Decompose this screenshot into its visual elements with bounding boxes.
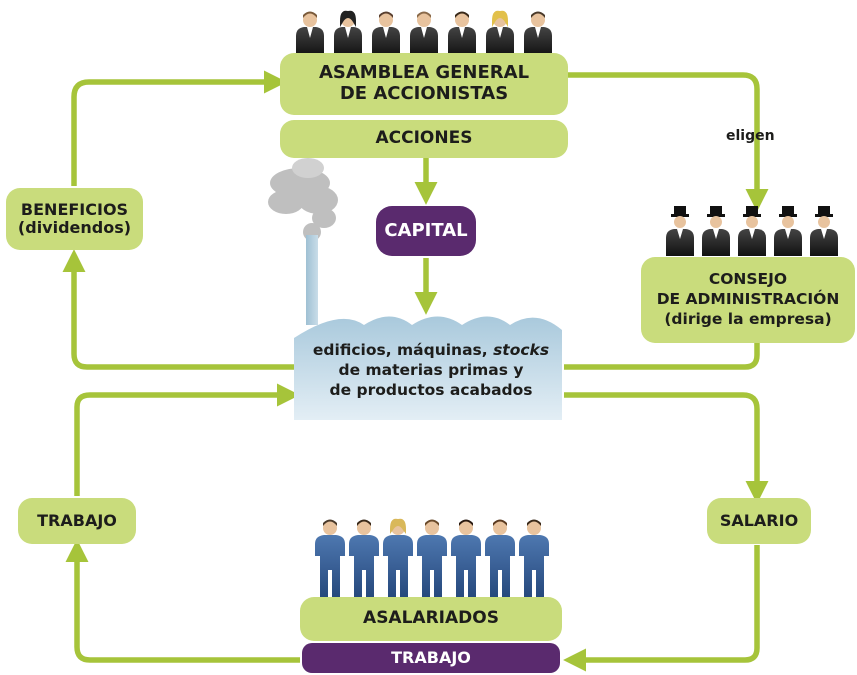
worker-icon bbox=[519, 519, 549, 600]
worker-icon bbox=[315, 519, 345, 600]
labor-bottom-box: TRABAJO bbox=[302, 643, 560, 673]
employees-group bbox=[315, 518, 549, 600]
businessperson-icon bbox=[334, 10, 362, 56]
benefits-line1: BENEFICIOS bbox=[20, 199, 129, 219]
worker-icon bbox=[485, 519, 515, 600]
board-line2: DE ADMINISTRACIÓN bbox=[656, 290, 840, 309]
arrow-factory-to-benefits bbox=[62, 249, 300, 370]
board-line1: CONSEJO bbox=[708, 270, 788, 289]
worker-icon bbox=[349, 519, 379, 600]
chimney bbox=[306, 235, 318, 325]
businessperson-icon bbox=[448, 11, 476, 56]
board-line3: (dirige la empresa) bbox=[664, 309, 832, 328]
capital-label: CAPITAL bbox=[384, 219, 468, 241]
salary-box: SALARIO bbox=[707, 498, 811, 544]
factory-line1: edificios, máquinas, stocks bbox=[298, 340, 564, 360]
factory-line1b: stocks bbox=[493, 341, 550, 359]
top-hat-person-icon bbox=[702, 206, 730, 256]
benefits-box: BENEFICIOS (dividendos) bbox=[6, 188, 143, 250]
employees-box: ASALARIADOS bbox=[300, 597, 562, 641]
labor-left-box: TRABAJO bbox=[18, 498, 136, 544]
businessperson-icon bbox=[486, 10, 514, 56]
businessperson-icon bbox=[410, 11, 438, 56]
shareholders-assembly-line1: ASAMBLEA GENERAL bbox=[318, 62, 530, 84]
arrow-board-to-factory bbox=[564, 342, 760, 370]
top-hat-person-icon bbox=[810, 206, 838, 256]
businessperson-icon bbox=[372, 11, 400, 56]
top-hat-person-icon bbox=[738, 206, 766, 256]
factory-building bbox=[294, 316, 562, 420]
benefits-line2: (dividendos) bbox=[17, 218, 132, 237]
shares-label: ACCIONES bbox=[375, 128, 473, 149]
board-group bbox=[666, 206, 838, 256]
worker-icon bbox=[383, 518, 413, 600]
salary-label: SALARIO bbox=[719, 510, 799, 530]
businessperson-icon bbox=[524, 11, 552, 56]
factory-line1a: edificios, máquinas, bbox=[312, 341, 494, 359]
shareholders-assembly-line2: DE ACCIONISTAS bbox=[339, 83, 509, 104]
top-hat-person-icon bbox=[774, 206, 802, 256]
factory-line3: de productos acabados bbox=[329, 381, 533, 400]
capital-box: CAPITAL bbox=[376, 206, 476, 256]
shares-box: ACCIONES bbox=[280, 120, 568, 158]
elect-label: eligen bbox=[726, 128, 775, 144]
arrow-employees-to-labor bbox=[65, 539, 300, 663]
labor-left-label: TRABAJO bbox=[37, 510, 117, 530]
businessperson-icon bbox=[296, 11, 324, 56]
worker-icon bbox=[417, 519, 447, 600]
arrow-assembly-to-board bbox=[566, 72, 769, 212]
arrow-factory-to-salary bbox=[564, 392, 769, 504]
flow-arrows bbox=[62, 70, 769, 672]
factory-icon bbox=[268, 158, 562, 420]
top-hat-person-icon bbox=[666, 206, 694, 256]
labor-bottom-label: TRABAJO bbox=[391, 647, 471, 667]
shareholders-assembly-box: ASAMBLEA GENERAL DE ACCIONISTAS bbox=[280, 53, 568, 115]
arrow-labor-to-factory bbox=[74, 383, 300, 496]
factory-assets-text: edificios, máquinas, stocks de materias … bbox=[298, 340, 564, 400]
arrow-salary-to-employees bbox=[563, 545, 760, 672]
worker-icon bbox=[451, 519, 481, 600]
factory-line2: de materias primas y bbox=[338, 361, 524, 380]
smoke-icon bbox=[268, 158, 338, 241]
arrow-benefits-to-assembly bbox=[71, 70, 287, 186]
employees-label: ASALARIADOS bbox=[363, 608, 499, 629]
shareholders-group bbox=[296, 10, 552, 56]
board-box: CONSEJO DE ADMINISTRACIÓN (dirige la emp… bbox=[641, 257, 855, 343]
